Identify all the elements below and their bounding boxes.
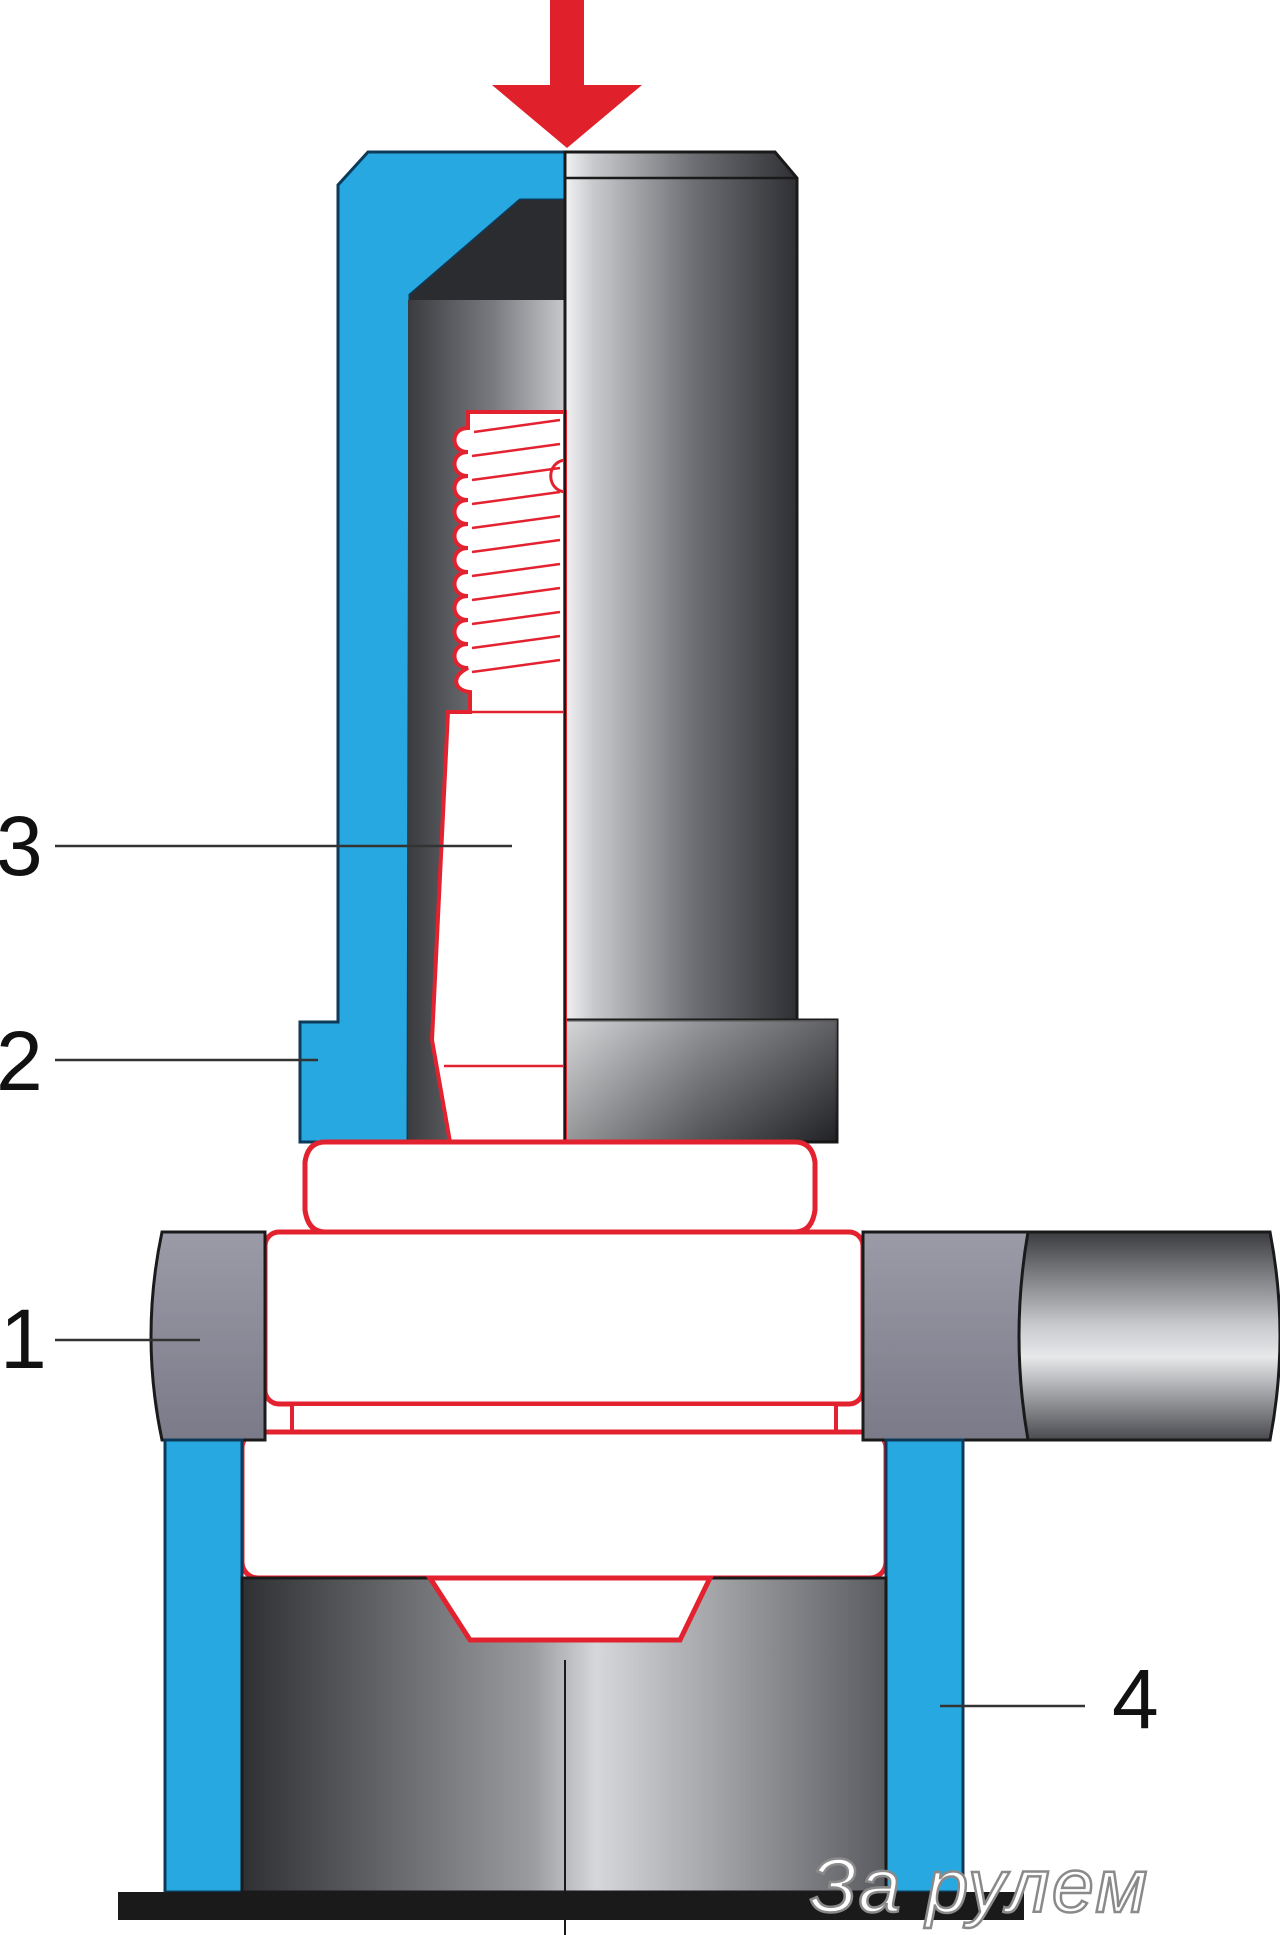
valve-stem: [429, 152, 567, 1144]
callout-3: 3: [0, 799, 43, 893]
rim-plate: [149, 1230, 1280, 1442]
punch: [563, 150, 839, 1144]
valve-body: [239, 1139, 889, 1581]
callout-4: 4: [1112, 1652, 1159, 1746]
callout-1: 1: [0, 1292, 47, 1386]
watermark-logo: За рулем: [810, 1844, 1149, 1929]
leader-lines: [55, 844, 1085, 1708]
callout-2: 2: [0, 1014, 43, 1108]
lower-support: [163, 1438, 965, 1894]
lower-base: [118, 1575, 1024, 1935]
press-force-arrow: [492, 0, 642, 148]
